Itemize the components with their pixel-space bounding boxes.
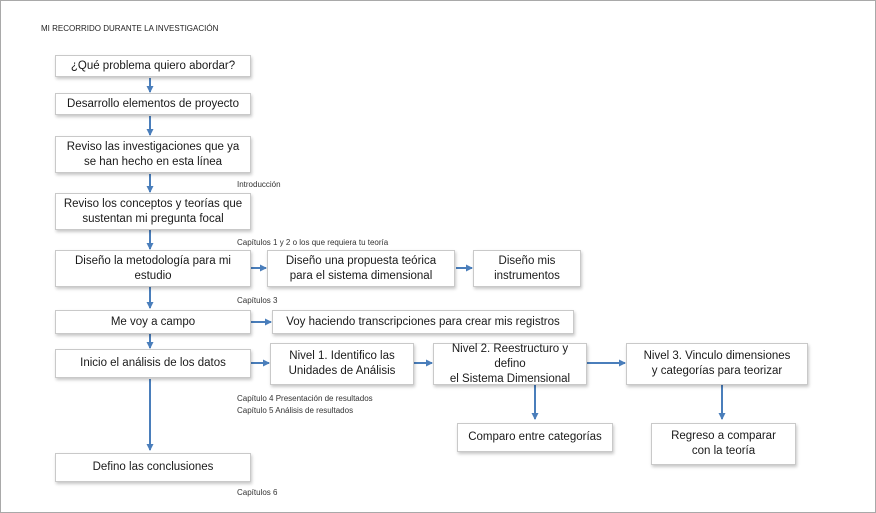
- level1-line2: Unidades de Análisis: [288, 365, 396, 377]
- proposal-line1: Diseño una propuesta teórica: [285, 254, 437, 267]
- methodology-box: Diseño la metodología para mi estudio: [55, 250, 251, 287]
- transcriptions-box: Voy haciendo transcripciones para crear …: [272, 310, 574, 334]
- level2-line2: el Sistema Dimensional: [449, 372, 571, 385]
- return-box: Regreso a comparar con la teoría: [651, 423, 796, 465]
- level2-line1: Nivel 2. Reestructuro y defino: [451, 342, 569, 370]
- note-chapter-4: Capítulo 4 Presentación de resultados: [237, 394, 373, 403]
- develop-label: Desarrollo elementos de proyecto: [67, 97, 239, 110]
- methodology-line2: estudio: [134, 269, 172, 282]
- instruments-line2: instrumentos: [494, 269, 560, 282]
- proposal-line2: para el sistema dimensional: [289, 269, 433, 282]
- compare-label: Comparo entre categorías: [468, 431, 602, 443]
- review-concepts-box: Reviso los conceptos y teorías que suste…: [55, 193, 251, 230]
- review-research-line1: Reviso las investigaciones que ya: [66, 140, 240, 153]
- instruments-box: Diseño mis instrumentos: [473, 250, 581, 287]
- problem-label: ¿Qué problema quiero abordar?: [70, 59, 236, 72]
- level3-line1: Nivel 3. Vinculo dimensiones: [643, 350, 791, 362]
- methodology-line1: Diseño la metodología para mi: [75, 254, 231, 267]
- analysis-box: Inicio el análisis de los datos: [55, 349, 251, 378]
- note-introduction: Introducción: [237, 180, 281, 189]
- problem-box: ¿Qué problema quiero abordar?: [55, 55, 251, 77]
- note-chapter-3: Capítulos 3: [237, 296, 278, 305]
- compare-box: Comparo entre categorías: [457, 423, 613, 452]
- level3-line2: y categorías para teorizar: [651, 365, 783, 377]
- note-chapters-1-2: Capítulos 1 y 2 o los que requiera tu te…: [237, 238, 389, 247]
- level1-box: Nivel 1. Identifico las Unidades de Anál…: [270, 343, 414, 385]
- instruments-line1: Diseño mis: [498, 254, 556, 267]
- level2-box: Nivel 2. Reestructuro y defino el Sistem…: [433, 343, 587, 385]
- note-chapter-5: Capítulo 5 Análisis de resultados: [237, 406, 354, 415]
- develop-box: Desarrollo elementos de proyecto: [55, 93, 251, 115]
- review-research-line2: se han hecho en esta línea: [83, 155, 223, 168]
- transcriptions-label: Voy haciendo transcripciones para crear …: [286, 315, 560, 328]
- return-line2: con la teoría: [691, 445, 756, 457]
- return-line1: Regreso a comparar: [671, 430, 776, 442]
- review-research-box: Reviso las investigaciones que ya se han…: [55, 136, 251, 173]
- review-concepts-line1: Reviso los conceptos y teorías que: [63, 197, 243, 210]
- note-chapter-6: Capítulos 6: [237, 488, 278, 497]
- field-label: Me voy a campo: [110, 315, 196, 328]
- level1-line1: Nivel 1. Identifico las: [289, 350, 395, 362]
- conclusions-label: Defino las conclusiones: [92, 461, 214, 473]
- analysis-label: Inicio el análisis de los datos: [80, 357, 226, 369]
- level3-box: Nivel 3. Vinculo dimensiones y categoría…: [626, 343, 808, 385]
- conclusions-box: Defino las conclusiones: [55, 453, 251, 482]
- field-box: Me voy a campo: [55, 310, 251, 334]
- diagram-title: MI RECORRIDO DURANTE LA INVESTIGACIÓN: [41, 24, 219, 33]
- proposal-box: Diseño una propuesta teórica para el sis…: [267, 250, 455, 287]
- review-concepts-line2: sustentan mi pregunta focal: [82, 212, 224, 225]
